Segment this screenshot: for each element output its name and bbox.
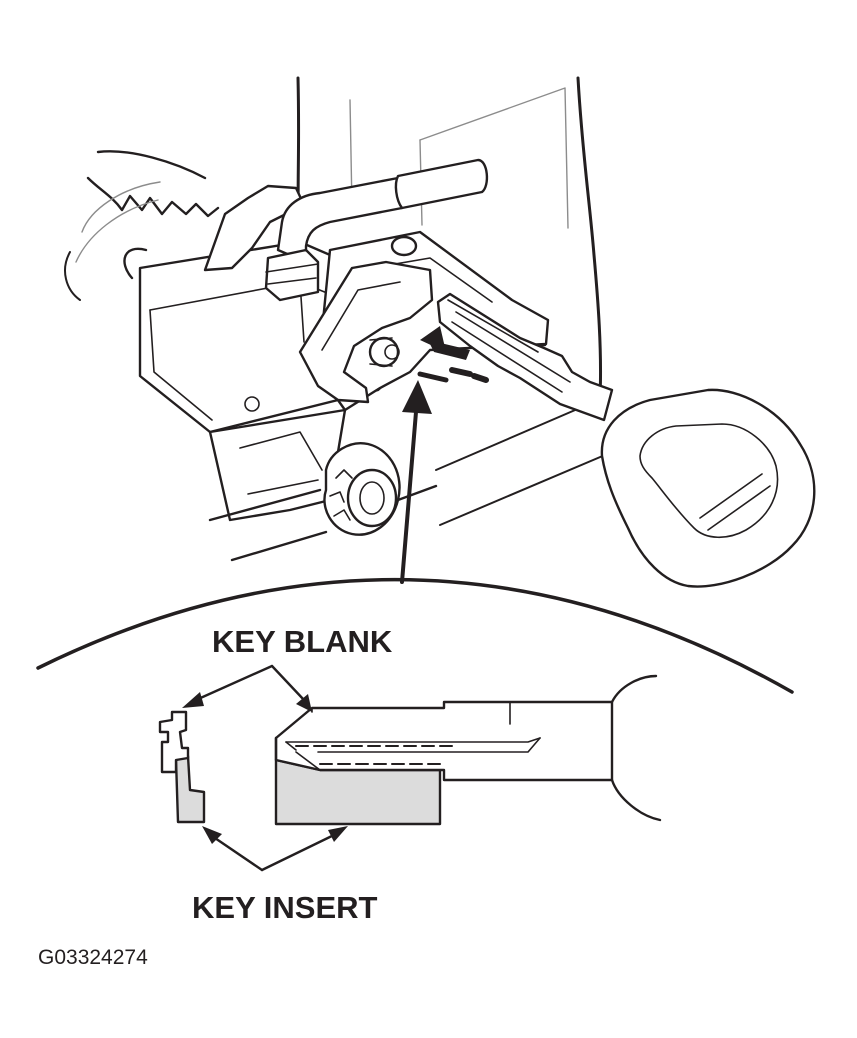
key-insert-left-piece: [158, 710, 206, 824]
detail-frame-arc: [36, 577, 794, 694]
gear-component: [64, 150, 220, 301]
insertion-arrow: [417, 326, 489, 383]
lower-frame: [208, 484, 438, 562]
lower-dial: [323, 442, 401, 536]
figure-id: G03324274: [38, 946, 148, 969]
key-blank-label: KEY BLANK: [212, 624, 393, 659]
ignition-assembly-illustration: [64, 76, 816, 588]
key-insert-leaders: [202, 826, 348, 872]
key-insert-label: KEY INSERT: [192, 890, 378, 925]
key-cylinder: [298, 230, 550, 412]
key-blank-shape: [274, 674, 662, 822]
callout-arrow-up: [400, 380, 432, 584]
key-blank-leaders: [182, 664, 312, 712]
ignition-key: [436, 292, 816, 588]
detail-view: KEY BLANK KEY INSERT: [36, 577, 794, 925]
